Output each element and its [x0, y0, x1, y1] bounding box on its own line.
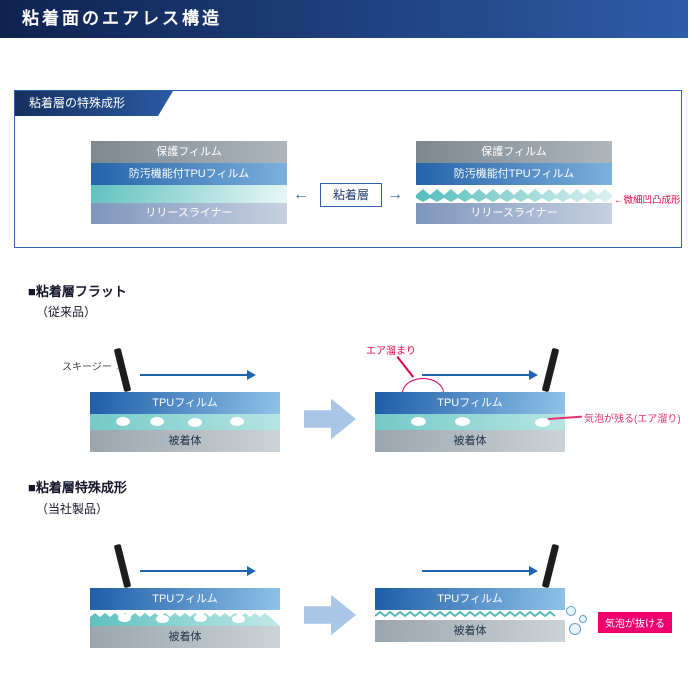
- tpu-film-layer: TPUフィルム: [375, 588, 565, 610]
- squeegee-icon: [541, 543, 560, 589]
- flat-section-title: ■粘着層フラット: [28, 284, 127, 299]
- adhesive-layer: [375, 414, 565, 430]
- substrate-layer: 被着体: [375, 620, 565, 642]
- air-bubble: [232, 615, 245, 623]
- flat-after-stack: TPUフィルム 被着体: [375, 392, 565, 452]
- air-bubble: [535, 418, 550, 427]
- adhesive-layer-compressed: [375, 610, 565, 620]
- layer-release-liner: リリースライナー: [416, 203, 612, 224]
- motion-arrow: [140, 370, 256, 380]
- arrow-right-icon: →: [387, 186, 403, 203]
- special-after-stack: TPUフィルム 被着体: [375, 588, 565, 642]
- air-bubble: [188, 418, 202, 427]
- escaping-bubble: [566, 606, 576, 616]
- squeegee-label: スキージー →: [62, 362, 125, 373]
- special-section-title: ■粘着層特殊成形: [28, 480, 127, 495]
- transition-arrow-icon: [304, 594, 356, 636]
- flat-section-subtitle: （従来品）: [36, 305, 97, 319]
- texture-annotation: ←微細凹凸成形: [614, 195, 681, 206]
- layer-protective-film: 保護フィルム: [416, 141, 612, 163]
- air-bubble: [150, 417, 164, 426]
- zigzag-adhesive-graphic: [416, 189, 612, 202]
- air-bubble: [194, 614, 207, 622]
- zigzag-adhesive-graphic: [375, 610, 556, 618]
- motion-arrow: [140, 566, 256, 576]
- bubble-escape-note: 気泡が抜ける: [598, 612, 672, 633]
- adhesive-layer: [90, 414, 280, 430]
- tpu-film-layer: TPUフィルム: [375, 392, 565, 414]
- special-before-stack: TPUフィルム 被着体: [90, 588, 280, 648]
- layer-tpu-film: 防汚機能付TPUフィルム: [416, 163, 612, 185]
- arrow-left-icon: ←: [293, 186, 309, 203]
- layer-tpu-film: 防汚機能付TPUフィルム: [91, 163, 287, 185]
- air-bubble: [455, 417, 470, 426]
- squeegee-icon: [113, 543, 132, 589]
- page-title: 粘着面のエアレス構造: [0, 0, 688, 38]
- substrate-layer: 被着体: [375, 430, 565, 452]
- air-bubble: [411, 417, 426, 426]
- air-pocket-leader-line: [396, 356, 415, 378]
- substrate-layer: 被着体: [90, 626, 280, 648]
- flat-before-stack: TPUフィルム 被着体: [90, 392, 280, 452]
- squeegee-icon: [541, 347, 560, 393]
- transition-arrow-icon: [304, 398, 356, 440]
- tpu-film-layer: TPUフィルム: [90, 588, 280, 610]
- special-forming-panel: 粘着層の特殊成形 保護フィルム 防汚機能付TPUフィルム リリースライナー ← …: [14, 90, 682, 248]
- escaping-bubble: [579, 615, 587, 623]
- substrate-layer: 被着体: [90, 430, 280, 452]
- special-section-subtitle: （当社製品）: [36, 502, 109, 516]
- layer-adhesive-flat: [91, 185, 287, 203]
- layer-adhesive-textured: [416, 185, 612, 203]
- air-bubble: [118, 614, 131, 622]
- air-bubble: [156, 615, 169, 623]
- layer-stack-flat: 保護フィルム 防汚機能付TPUフィルム リリースライナー: [91, 141, 287, 224]
- layer-release-liner: リリースライナー: [91, 203, 287, 224]
- layer-protective-film: 保護フィルム: [91, 141, 287, 163]
- layer-stack-textured: 保護フィルム 防汚機能付TPUフィルム リリースライナー: [416, 141, 612, 224]
- motion-arrow: [422, 370, 538, 380]
- escaping-bubble: [569, 623, 581, 635]
- panel-tab-label: 粘着層の特殊成形: [15, 91, 173, 116]
- residual-bubble-note: 気泡が残る(エア溜り): [584, 414, 681, 425]
- motion-arrow: [422, 566, 538, 576]
- air-bubble: [116, 417, 130, 426]
- air-bubble: [230, 417, 244, 426]
- tpu-film-layer: TPUフィルム: [90, 392, 280, 414]
- air-pocket-label: エア溜まり: [366, 346, 416, 357]
- adhesive-layer-textured: [90, 610, 280, 626]
- adhesive-layer-label: 粘着層: [320, 183, 382, 207]
